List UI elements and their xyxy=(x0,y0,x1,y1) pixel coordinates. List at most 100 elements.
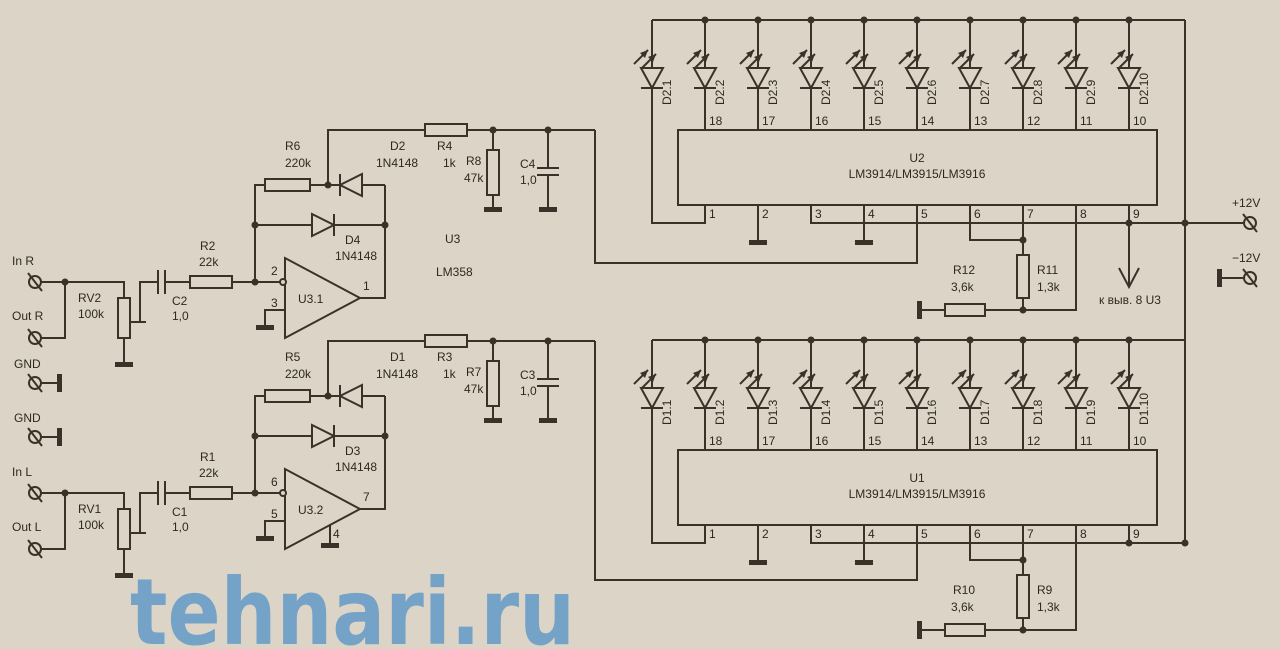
wire xyxy=(969,525,1023,561)
shunt-resistor xyxy=(486,360,500,407)
wire xyxy=(985,525,1077,631)
diode-label: D2 xyxy=(390,139,406,153)
arrow-head-icon xyxy=(799,50,807,58)
arrow-head-icon xyxy=(807,374,815,382)
pin-number: 18 xyxy=(709,434,723,448)
led-label: D1.8 xyxy=(1031,399,1045,425)
arrow-head-icon xyxy=(913,54,921,62)
wire xyxy=(41,492,125,509)
input-label: In R xyxy=(12,254,34,268)
pin-number: 7 xyxy=(363,490,370,504)
signal-wire xyxy=(594,341,918,581)
resistor-value: 1k xyxy=(443,367,457,381)
led-triangle xyxy=(904,387,930,411)
diode-value: 1N4148 xyxy=(335,460,377,474)
pin-number: 8 xyxy=(1080,207,1087,221)
minus-12v-terminal xyxy=(1242,268,1258,288)
arrow-head-icon xyxy=(913,374,921,382)
feedback-diode-top xyxy=(337,383,363,409)
pin-number: 11 xyxy=(1080,114,1093,128)
pin-number: 14 xyxy=(921,434,935,448)
led-2 xyxy=(686,369,718,411)
arrow-head-icon xyxy=(1125,54,1133,62)
wire xyxy=(327,129,425,185)
driver-chip xyxy=(677,449,1158,526)
chip-part: LM3914/LM3915/LM3916 xyxy=(849,167,986,181)
terminal-slash xyxy=(27,483,43,503)
resistor-rb xyxy=(1016,254,1030,299)
led-label: D1.3 xyxy=(766,399,780,425)
led-triangle xyxy=(957,387,983,411)
diode-value: 1N4148 xyxy=(376,367,418,381)
arrow-head-icon xyxy=(746,370,754,378)
cap-value: 1,0 xyxy=(520,384,537,398)
led-triangle xyxy=(745,387,771,411)
led-triangle xyxy=(904,67,930,91)
input-terminal xyxy=(27,483,43,503)
wire xyxy=(969,205,1023,241)
led-1 xyxy=(633,49,665,91)
supply-wire xyxy=(810,205,1250,224)
led-triangle xyxy=(1116,387,1142,411)
led-3 xyxy=(739,369,771,411)
led-triangle xyxy=(1010,67,1036,91)
resistor-value: 3,6k xyxy=(951,600,975,614)
resistor-value: 22k xyxy=(199,466,219,480)
output-resistor xyxy=(424,123,468,137)
terminal-slash xyxy=(27,373,43,393)
diode-triangle xyxy=(311,212,337,238)
arrow-head-icon xyxy=(754,374,762,382)
wire xyxy=(264,520,285,536)
arrow-head-icon xyxy=(905,50,913,58)
diode-triangle xyxy=(337,383,363,409)
pin-number: 3 xyxy=(271,296,278,310)
led-label: D1.5 xyxy=(872,399,886,425)
watermark-logo: tehnari.ru xyxy=(130,559,575,649)
wire xyxy=(264,309,285,325)
arrow-head-icon xyxy=(701,374,709,382)
driver-chip xyxy=(677,129,1158,206)
feedback-resistor xyxy=(264,178,311,192)
chip-label: U2 xyxy=(909,151,925,165)
pin-number: 9 xyxy=(1133,527,1140,541)
ground-symbol xyxy=(1217,269,1222,287)
resistor-value: 47k xyxy=(464,171,484,185)
diode-triangle xyxy=(337,172,363,198)
led-8 xyxy=(1004,49,1036,91)
plus-12v-terminal xyxy=(1242,213,1258,233)
signal-wire xyxy=(594,130,918,264)
led-triangle xyxy=(1063,387,1089,411)
arrow-head-icon xyxy=(860,54,868,62)
arrow-head-icon xyxy=(648,374,656,382)
arrow-head-icon xyxy=(746,50,754,58)
led-triangle xyxy=(692,387,718,411)
pin-number: 16 xyxy=(815,114,829,128)
led-8 xyxy=(1004,369,1036,411)
shunt-resistor xyxy=(486,149,500,196)
resistor-label: R7 xyxy=(466,365,482,379)
led-label: D2.9 xyxy=(1084,79,1098,105)
resistor-label: R12 xyxy=(953,263,975,277)
pin-number: 11 xyxy=(1080,434,1093,448)
terminal-slash xyxy=(27,427,43,447)
arrow-head-icon xyxy=(1011,50,1019,58)
arrow-head-icon xyxy=(1072,54,1080,62)
led-triangle xyxy=(851,67,877,91)
ground-symbol xyxy=(749,240,767,245)
diode-label: D1 xyxy=(390,350,406,364)
arrow-head-icon xyxy=(860,374,868,382)
rv-value: 100k xyxy=(78,518,105,532)
led-label: D2.10 xyxy=(1137,73,1151,105)
pin-number: 4 xyxy=(333,527,340,541)
led-label: D1.6 xyxy=(925,399,939,425)
cap-value: 1,0 xyxy=(172,520,189,534)
pin-number: 14 xyxy=(921,114,935,128)
cap-label: C1 xyxy=(172,505,188,519)
arrow-head-icon xyxy=(648,54,656,62)
gnd-terminal xyxy=(27,373,43,393)
resistor-ra xyxy=(944,623,986,637)
feedback-resistor xyxy=(264,389,311,403)
output-label: Out R xyxy=(12,309,44,323)
led-6 xyxy=(898,49,930,91)
